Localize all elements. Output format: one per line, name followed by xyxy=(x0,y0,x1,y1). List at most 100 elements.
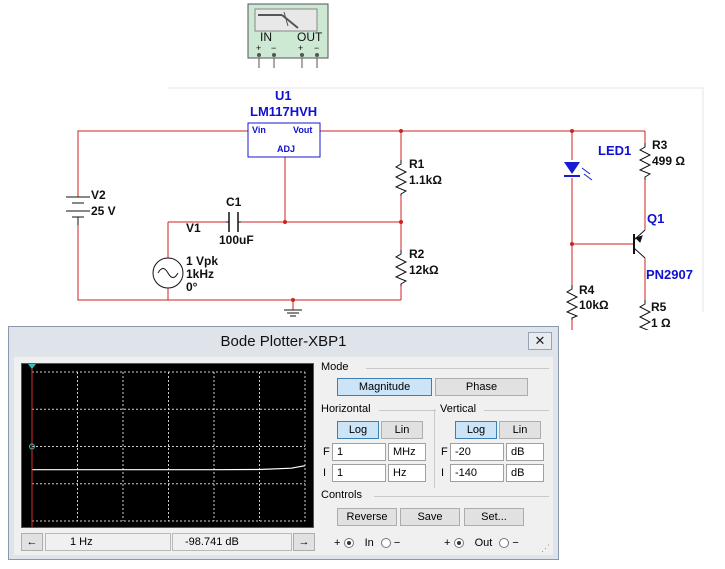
out-minus-label: − xyxy=(512,537,519,549)
horizontal-log-button[interactable]: Log xyxy=(337,421,379,439)
vertical-initial-unit[interactable]: dB xyxy=(506,464,544,482)
horizontal-final-unit[interactable]: MHz xyxy=(388,443,426,461)
r2-resistor[interactable] xyxy=(394,250,408,286)
window-title: Bode Plotter-XBP1 xyxy=(220,333,347,350)
u1-part: LM117HVH xyxy=(250,104,317,119)
out-plus-label: + xyxy=(444,537,451,549)
in-label: In xyxy=(364,537,374,549)
in-plus-label: + xyxy=(334,537,341,549)
r1-resistor[interactable] xyxy=(394,160,408,196)
r5-resistor[interactable] xyxy=(638,300,652,330)
r2-value: 12kΩ xyxy=(409,263,439,277)
r4-value: 10kΩ xyxy=(579,298,609,312)
resize-grip[interactable]: ⋰ xyxy=(541,543,550,553)
vertical-initial-letter: I xyxy=(441,467,445,479)
vertical-final-unit[interactable]: dB xyxy=(506,443,544,461)
phase-button[interactable]: Phase xyxy=(435,378,528,396)
magnitude-trace xyxy=(32,465,306,471)
r5-ref: R5 xyxy=(651,300,667,314)
xbp-in-label: IN xyxy=(260,30,272,44)
horizontal-initial-unit[interactable]: Hz xyxy=(388,464,426,482)
group-divider xyxy=(366,368,549,369)
vertical-log-button[interactable]: Log xyxy=(455,421,497,439)
cursor-marker-top xyxy=(28,364,36,369)
in-minus-terminal[interactable] xyxy=(380,538,391,549)
bode-client-area: ← 1 Hz -98.741 dB → Mode Magnitude Phase… xyxy=(14,357,553,555)
bode-plot-svg[interactable] xyxy=(22,364,313,527)
cursor-frequency-readout: 1 Hz xyxy=(45,533,171,551)
led1-diode[interactable] xyxy=(564,162,593,181)
vertical-group-label: Vertical xyxy=(440,403,477,415)
v2-ref: V2 xyxy=(91,188,106,202)
r2-ref: R2 xyxy=(409,247,425,261)
mode-group-label: Mode xyxy=(321,361,349,373)
cursor-marker-mid xyxy=(29,443,35,450)
in-plus-terminal[interactable] xyxy=(343,538,354,549)
vertical-initial-value[interactable]: -140 xyxy=(450,464,504,482)
out-minus-terminal[interactable] xyxy=(499,538,510,549)
svg-text:+: + xyxy=(256,43,261,53)
ground-symbol xyxy=(284,309,302,317)
in-terminals: + In − xyxy=(334,536,400,550)
c1-value: 100uF xyxy=(219,233,254,247)
q1-ref: Q1 xyxy=(647,211,664,226)
group-divider xyxy=(484,410,549,411)
magnitude-button[interactable]: Magnitude xyxy=(337,378,432,396)
vertical-final-value[interactable]: -20 xyxy=(450,443,504,461)
group-divider xyxy=(379,410,436,411)
svg-text:−: − xyxy=(271,43,276,53)
led1-ref: LED1 xyxy=(598,143,631,158)
cursor-left-button[interactable]: ← xyxy=(21,533,43,551)
out-label: Out xyxy=(474,537,493,549)
v1-amplitude: 1 Vpk xyxy=(186,254,218,268)
cursor-status-bar: ← 1 Hz -98.741 dB → xyxy=(21,533,315,551)
svg-text:Vout: Vout xyxy=(293,125,312,135)
bode-plot[interactable] xyxy=(21,363,314,528)
horizontal-initial-value[interactable]: 1 xyxy=(332,464,386,482)
u1-regulator[interactable]: Vin Vout ADJ xyxy=(247,122,321,158)
v1-frequency: 1kHz xyxy=(186,267,214,281)
horizontal-lin-button[interactable]: Lin xyxy=(381,421,423,439)
bode-plotter-window[interactable]: Bode Plotter-XBP1 ✕ ← 1 Hz -98.741 dB → … xyxy=(8,326,559,560)
r4-resistor[interactable] xyxy=(565,285,579,320)
v1-phase: 0° xyxy=(186,280,198,294)
svg-text:Vin: Vin xyxy=(252,125,266,135)
svg-text:+: + xyxy=(298,43,303,53)
cursor-right-button[interactable]: → xyxy=(293,533,315,551)
horizontal-final-value[interactable]: 1 xyxy=(332,443,386,461)
out-terminals: + Out − xyxy=(444,536,519,550)
u1-ref: U1 xyxy=(275,88,292,103)
r4-ref: R4 xyxy=(579,283,595,297)
in-minus-label: − xyxy=(393,537,401,549)
v1-ac-source[interactable] xyxy=(152,257,184,289)
close-button[interactable]: ✕ xyxy=(528,332,552,350)
bode-plotter-instrument[interactable]: IN OUT + − + − xyxy=(247,3,329,68)
reverse-button[interactable]: Reverse xyxy=(337,508,397,526)
r3-value: 499 Ω xyxy=(652,154,685,168)
c1-capacitor[interactable] xyxy=(226,212,241,232)
window-titlebar[interactable]: Bode Plotter-XBP1 ✕ xyxy=(9,327,558,357)
r3-ref: R3 xyxy=(652,138,668,152)
q1-part: PN2907 xyxy=(646,267,693,282)
horizontal-final-letter: F xyxy=(323,446,330,458)
horizontal-initial-letter: I xyxy=(323,467,327,479)
c1-ref: C1 xyxy=(226,195,242,209)
set-button[interactable]: Set... xyxy=(464,508,524,526)
r1-ref: R1 xyxy=(409,157,425,171)
vertical-final-letter: F xyxy=(441,446,448,458)
v1-ref: V1 xyxy=(186,221,201,235)
r5-value: 1 Ω xyxy=(651,316,671,330)
vertical-lin-button[interactable]: Lin xyxy=(499,421,541,439)
svg-text:−: − xyxy=(314,43,319,53)
svg-text:ADJ: ADJ xyxy=(277,144,295,154)
xbp-out-label: OUT xyxy=(297,30,323,44)
q1-transistor[interactable] xyxy=(633,229,646,259)
schematic-canvas[interactable]: IN OUT + − + − xyxy=(0,0,725,330)
v2-battery[interactable] xyxy=(66,196,90,225)
r1-value: 1.1kΩ xyxy=(409,173,442,187)
save-button[interactable]: Save xyxy=(400,508,460,526)
r3-resistor[interactable] xyxy=(638,143,652,180)
out-plus-terminal[interactable] xyxy=(453,538,464,549)
horizontal-group-label: Horizontal xyxy=(321,403,371,415)
group-divider xyxy=(374,496,549,497)
